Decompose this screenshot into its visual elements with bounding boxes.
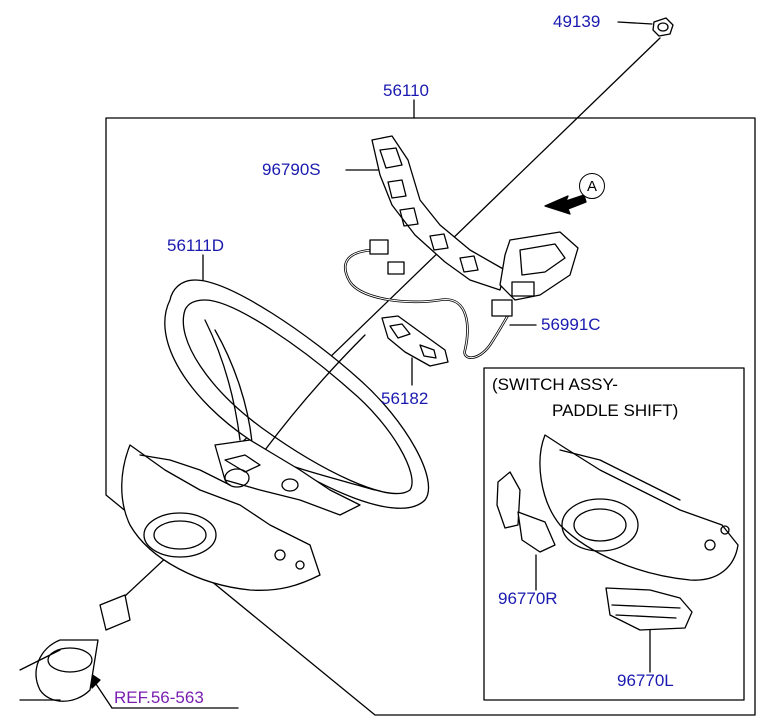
switch-box-title-line1: (SWITCH ASSY- bbox=[492, 375, 618, 394]
steering-wheel-icon bbox=[164, 279, 430, 516]
connector-56182-icon bbox=[381, 315, 449, 367]
part-label-56991c[interactable]: 56991C bbox=[541, 315, 601, 334]
paddle-left-icon bbox=[605, 587, 693, 631]
part-label-56111d[interactable]: 56111D bbox=[167, 236, 225, 255]
part-label-96790s[interactable]: 96790S bbox=[262, 160, 321, 179]
part-label-56110[interactable]: 56110 bbox=[383, 81, 430, 100]
assembly-frame bbox=[105, 117, 756, 716]
paddle-switch-cover-icon bbox=[539, 434, 739, 581]
view-callout-a: A bbox=[579, 173, 605, 199]
switch-box-title-line2: PADDLE SHIFT) bbox=[552, 401, 679, 420]
leader-49139 bbox=[617, 21, 653, 25]
part-label-49139[interactable]: 49139 bbox=[553, 12, 601, 31]
reference-link[interactable]: REF.56-563 bbox=[114, 688, 204, 707]
switch-assy-box bbox=[483, 367, 745, 701]
paddle-right-icon bbox=[496, 471, 556, 553]
wiring-harness-icon bbox=[344, 239, 513, 359]
front-cover-icon bbox=[121, 444, 321, 591]
steering-column-icon bbox=[19, 594, 131, 702]
ref-leader bbox=[95, 683, 113, 709]
view-arrow-icon bbox=[544, 194, 587, 215]
part-label-96770l[interactable]: 96770L bbox=[617, 671, 674, 690]
nut-49139-icon bbox=[652, 17, 674, 37]
part-label-56182[interactable]: 56182 bbox=[381, 389, 429, 408]
switch-module-icon bbox=[499, 231, 579, 301]
part-label-96770r[interactable]: 96770R bbox=[498, 589, 558, 608]
